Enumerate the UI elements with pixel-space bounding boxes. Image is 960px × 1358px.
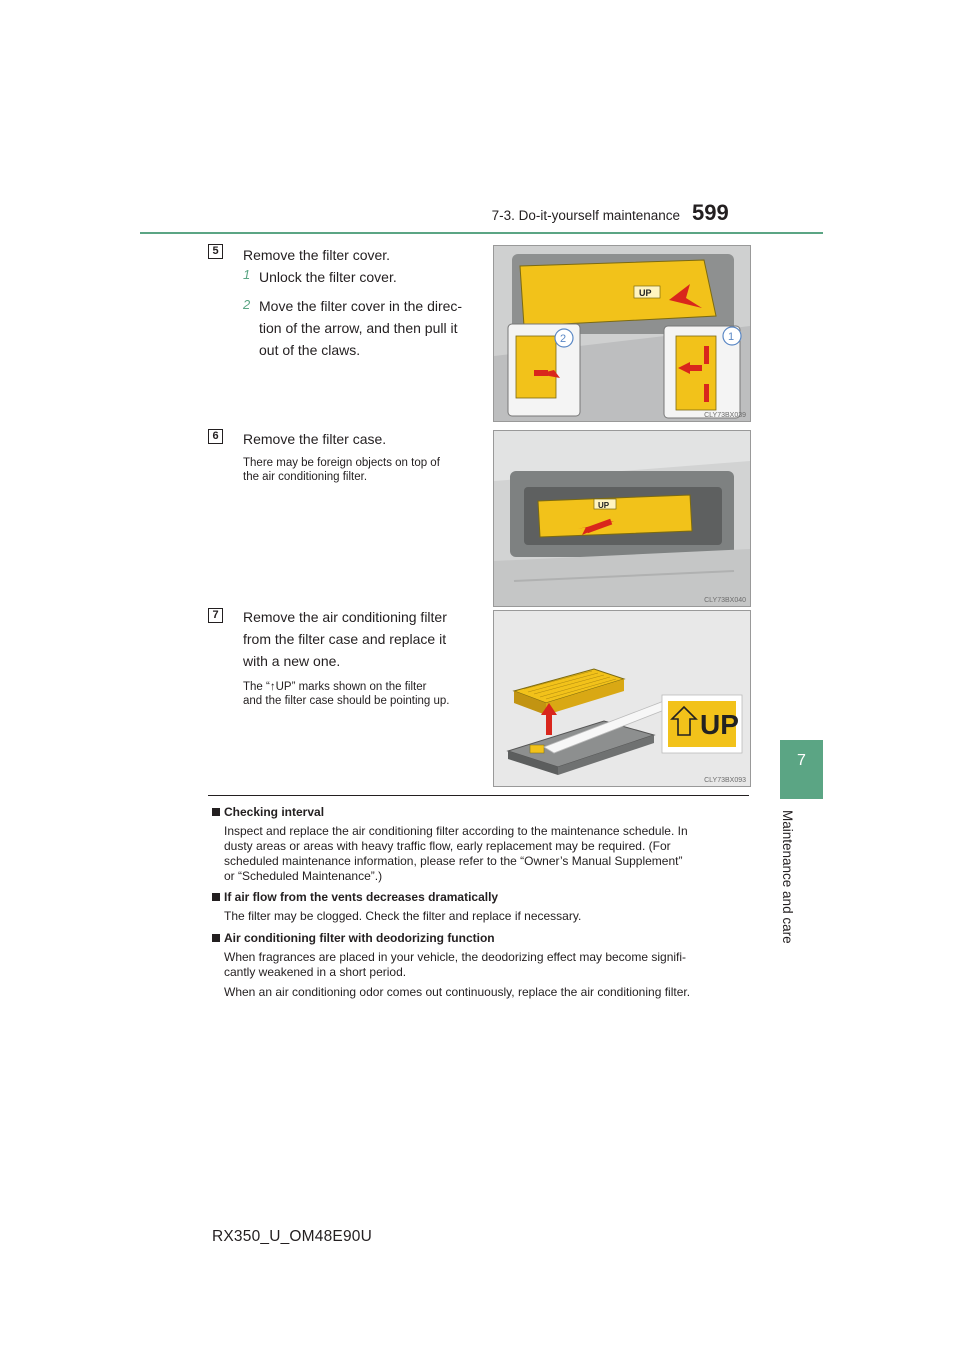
note-heading: Checking interval [212,805,746,819]
header-rule [140,232,823,234]
note-heading: Air conditioning filter with deodorizing… [212,931,746,945]
note-body: Inspect and replace the air conditioning… [224,824,746,884]
chapter-side-label: Maintenance and care [780,810,795,944]
substep-badge-2: 2 [243,297,251,312]
svg-text:UP: UP [598,501,610,510]
note-line: The filter may be clogged. Check the fil… [224,909,582,923]
substep-badge-1: 1 [243,267,251,282]
step-6-note: There may be foreign objects on top of t… [243,456,481,484]
step-7-note: The “↑UP” marks shown on the filter and … [243,680,481,708]
note-body: When fragrances are placed in your vehic… [224,950,746,1000]
step-6-note-line: There may be foreign objects on top of [243,457,440,469]
step-7-note-line: The “↑UP” marks shown on the filter [243,681,427,693]
filter-cover-drawing: UP 2 1 [494,246,750,421]
note-line: dusty areas or areas with heavy traffic … [224,839,671,853]
note-heading-text: Checking interval [224,805,325,819]
section-title: 7-3. Do-it-yourself maintenance [491,208,680,223]
svg-text:2: 2 [560,333,566,345]
chapter-tab [780,740,823,799]
step-5-title: Remove the filter cover. [243,247,391,263]
chapter-side-label-wrap: Maintenance and care [776,810,800,970]
step-6-note-line: the air conditioning filter. [243,471,368,483]
notes-section: Checking interval Inspect and replace th… [212,805,746,1000]
page-number: 599 [692,200,729,225]
image-code: CLY73BX039 [704,412,746,419]
illustration-filter-case: UP CLY73BX040 [493,430,751,607]
step-7-note-line: and the filter case should be pointing u… [243,695,450,707]
up-mark-label: UP [700,709,739,740]
substep-2-text: Move the filter cover in the direc- tion… [259,295,481,361]
filter-replace-drawing [494,611,750,786]
bullet-square-icon [212,808,220,816]
filter-case-drawing: UP [494,431,750,606]
note-line: cantly weakened in a short period. [224,965,407,979]
image-code: CLY73BX040 [704,597,746,604]
step-badge-6: 6 [208,429,223,444]
svg-text:1: 1 [728,331,734,343]
note-line: When an air conditioning odor comes out … [224,985,691,999]
svg-text:UP: UP [639,288,652,298]
illustration-filter-replace: UP CLY73BX093 [493,610,751,787]
note-heading-text: Air conditioning filter with deodorizing… [224,931,495,945]
substep-2-line: out of the claws. [259,342,361,358]
section-divider [208,795,749,796]
illustration-filter-cover: UP 2 1 CLY73BX039 [493,245,751,422]
note-line: When fragrances are placed in your vehic… [224,950,687,964]
chapter-tab-number: 7 [797,752,806,769]
step-badge-5: 5 [208,244,223,259]
bullet-square-icon [212,934,220,942]
step-7-title: Remove the air conditioning filter from … [243,606,481,672]
step-7-title-line: Remove the air conditioning filter [243,609,447,625]
image-code: CLY73BX093 [704,777,746,784]
note-line: Inspect and replace the air conditioning… [224,824,688,838]
model-code: RX350_U_OM48E90U [212,1228,373,1245]
note-body: The filter may be clogged. Check the fil… [224,909,746,924]
note-line: or “Scheduled Maintenance”.) [224,869,383,883]
substep-2-line: tion of the arrow, and then pull it [259,320,458,336]
note-heading-text: If air flow from the vents decreases dra… [224,890,499,904]
note-line: scheduled maintenance information, pleas… [224,854,683,868]
bullet-square-icon [212,893,220,901]
step-7-title-line: with a new one. [243,653,341,669]
step-6-title: Remove the filter case. [243,431,387,447]
substep-2-line: Move the filter cover in the direc- [259,298,463,314]
step-badge-7: 7 [208,608,223,623]
substep-1-text: Unlock the filter cover. [259,269,397,285]
step-7-title-line: from the filter case and replace it [243,631,447,647]
note-heading: If air flow from the vents decreases dra… [212,890,746,904]
